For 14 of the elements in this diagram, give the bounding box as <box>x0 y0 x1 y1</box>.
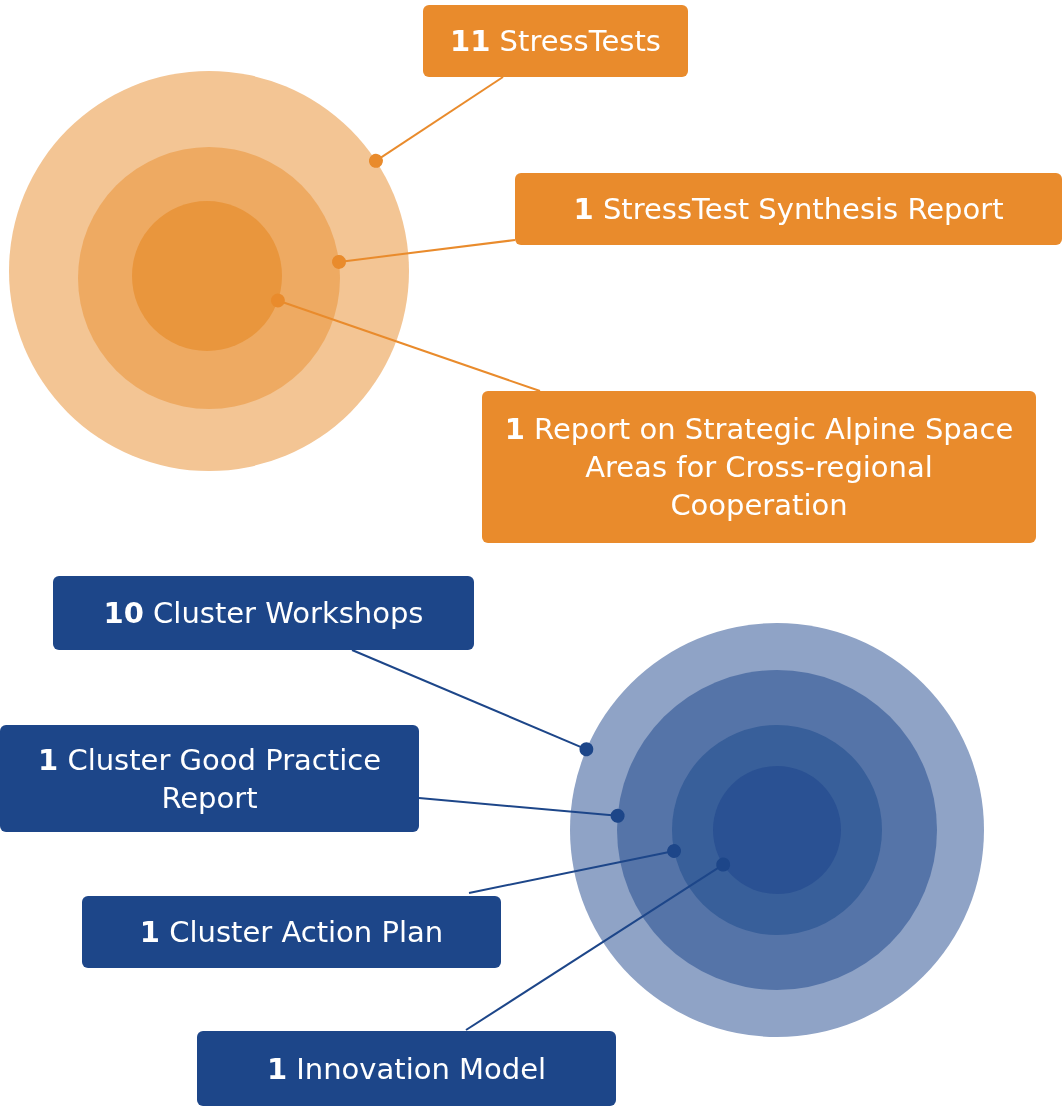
callout-box: 1 Cluster Action Plan <box>82 896 501 968</box>
leader-line <box>465 857 731 1031</box>
callout-box: 1 StressTest Synthesis Report <box>515 173 1062 245</box>
leader-line <box>270 293 541 392</box>
leader-line <box>468 844 682 894</box>
leader-line <box>351 649 594 757</box>
callout-box: 1 Cluster Good Practice Report <box>0 725 419 832</box>
leader-line <box>368 76 504 168</box>
callout-box: 1 Report on Strategic Alpine Space Areas for Cross-regional Cooperation <box>482 391 1036 543</box>
leader-line <box>418 797 625 823</box>
callout-box: 1 Innovation Model <box>197 1031 616 1106</box>
callout-box: 10 Cluster Workshops <box>53 576 474 650</box>
callout-box: 11 StressTests <box>423 5 688 77</box>
leader-line <box>332 239 516 269</box>
